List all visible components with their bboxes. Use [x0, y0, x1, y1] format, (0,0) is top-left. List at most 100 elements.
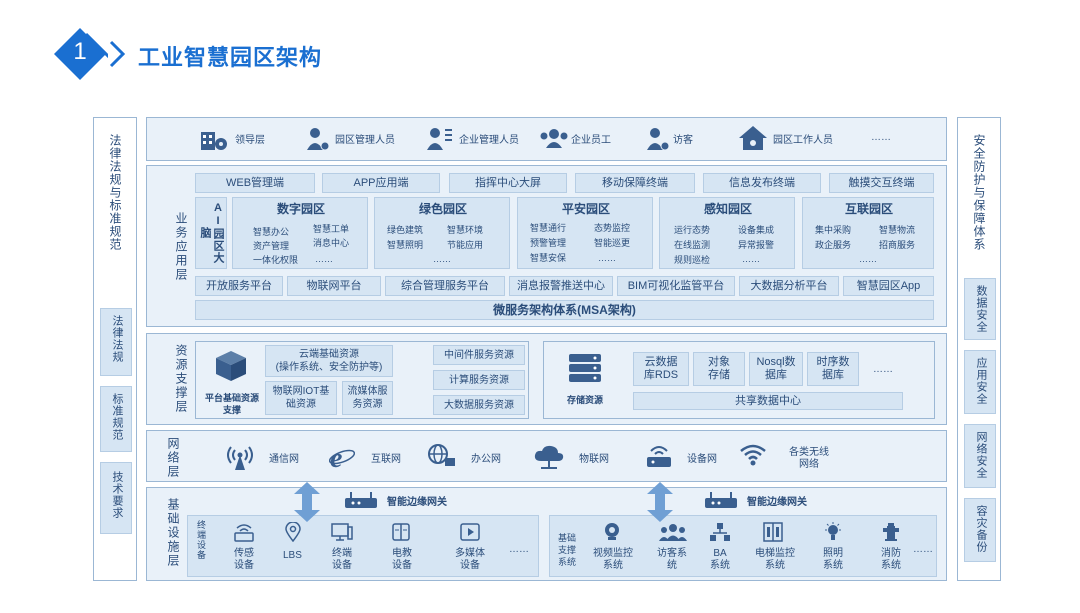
section-number-badge: 1	[52, 26, 114, 82]
elevator-icon	[763, 522, 783, 547]
terminal-mobile: 移动保障终端	[575, 173, 695, 193]
double-arrow-right-icon	[645, 482, 675, 527]
camera-icon	[603, 522, 621, 547]
system-more: ……	[913, 544, 933, 555]
right-side-column: 安全防护与保障体系 数据安全 应用安全 网络安全 容灾备份	[957, 117, 1001, 581]
antenna-icon	[225, 443, 255, 476]
user-visitor: 访客	[673, 135, 693, 146]
network-layer-title: 网络层	[166, 437, 180, 479]
net-telecom: 通信网	[269, 454, 299, 465]
platform-iot: 物联网平台	[287, 276, 381, 296]
left-main-label: 法律法规与标准规范	[108, 134, 122, 251]
section-number: 1	[73, 38, 87, 65]
ai-brain: AI园区大脑	[195, 197, 227, 269]
park-connect: 互联园区 集中采购 智慧物流 政企服务 招商服务 ……	[802, 197, 934, 269]
net-iot: 物联网	[579, 454, 609, 465]
left-side-column: 法律法规与标准规范 法律法规 标准规范 技术要求	[93, 117, 137, 581]
system-video: 视频监控系统	[593, 548, 633, 571]
sensor-icon	[233, 522, 255, 547]
device-multimedia: 多媒体设备	[455, 548, 485, 571]
user-more: ……	[871, 132, 891, 143]
gateway-icon-left	[343, 492, 379, 515]
park-sense: 感知园区 运行态势 设备集成 在线监测 异常报警 规则巡检 ……	[659, 197, 795, 269]
msa-bar: 微服务架构体系(MSA架构)	[195, 300, 934, 320]
user-park-staff: 园区工作人员	[773, 135, 833, 146]
park-green: 绿色园区 绿色建筑 智慧环境 智慧照明 节能应用 ……	[374, 197, 510, 269]
right-item-4: 容灾备份	[964, 498, 996, 562]
park-manager-icon	[305, 126, 331, 157]
gateway-right: 智能边缘网关	[747, 497, 807, 508]
router-icon	[645, 443, 673, 474]
employee-icon	[539, 126, 569, 157]
terminal-touch: 触摸交互终端	[829, 173, 934, 193]
user-employee: 企业员工	[571, 135, 611, 146]
right-item-2: 应用安全	[964, 350, 996, 414]
resource-layer-title: 资源支撑层	[174, 344, 188, 414]
storage-nosql: Nosql数据库	[749, 352, 803, 386]
location-icon	[285, 521, 301, 547]
device-terminal: 终端设备	[332, 548, 352, 571]
users-row: 领导层 园区管理人员 企业管理人员 企业员工 访客 园区工作人员 ……	[146, 117, 947, 161]
device-e-teaching: 电教设备	[392, 548, 412, 571]
left-item-1: 法律法规	[100, 308, 132, 376]
storage-rds: 云数据库RDS	[633, 352, 689, 386]
middleware-resource: 中间件服务资源	[433, 345, 525, 365]
app-layer: 业务应用层 WEB管理端 APP应用端 指挥中心大屏 移动保障终端 信息发布终端…	[146, 165, 947, 327]
storage-label: 存储资源	[567, 395, 604, 405]
chevron-icon	[108, 40, 126, 73]
platform-bigdata: 大数据分析平台	[739, 276, 839, 296]
park-staff-icon	[737, 124, 769, 157]
storage-more: ……	[873, 364, 893, 375]
network-layer: 网络层 通信网 e 互联网 办公网 物联网 设备网 各类无线网络	[146, 430, 947, 482]
net-internet: 互联网	[371, 454, 401, 465]
visitor-icon	[645, 126, 671, 157]
system-fire: 消防系统	[881, 548, 901, 571]
terminal-info: 信息发布终端	[703, 173, 821, 193]
svg-text:e: e	[330, 443, 342, 471]
device-more: ……	[509, 544, 529, 555]
cube-icon	[213, 348, 249, 389]
gateway-left: 智能边缘网关	[387, 497, 447, 508]
compute-resource: 计算服务资源	[433, 370, 525, 390]
right-item-1: 数据安全	[964, 278, 996, 340]
app-layer-title: 业务应用层	[174, 212, 188, 282]
leader-icon	[199, 126, 229, 157]
server-icon	[567, 352, 603, 389]
bigdata-resource: 大数据服务资源	[433, 395, 525, 415]
system-visitor: 访客系统	[657, 548, 687, 571]
wifi-icon	[739, 443, 767, 472]
net-device: 设备网	[687, 454, 717, 465]
internet-icon: e	[328, 443, 356, 476]
terminal-app: APP应用端	[322, 173, 440, 193]
storage-object: 对象存储	[693, 352, 745, 386]
gateway-icon-right	[703, 492, 739, 515]
system-elevator: 电梯监控系统	[755, 548, 795, 571]
fire-hydrant-icon	[881, 522, 901, 547]
left-item-2: 标准规范	[100, 386, 132, 452]
network-tree-icon	[709, 522, 731, 547]
iot-resource: 物联网IOT基础资源	[265, 381, 337, 415]
terminal-command: 指挥中心大屏	[449, 173, 567, 193]
platform-alarm: 消息报警推送中心	[509, 276, 613, 296]
double-arrow-left-icon	[292, 482, 322, 527]
net-office: 办公网	[471, 454, 501, 465]
page-title: 工业智慧园区架构	[138, 45, 323, 70]
bulb-icon	[823, 522, 843, 547]
system-ba: BA系统	[710, 548, 730, 571]
user-enterprise-manager: 企业管理人员	[459, 135, 519, 146]
system-lighting: 照明系统	[823, 548, 843, 571]
office-net-icon	[427, 443, 457, 474]
terminal-devices-label: 终端设备	[196, 520, 206, 560]
base-layer: 基础设施层 智能边缘网关 智能边缘网关 终端设备 传感设备 LBS 终端设备 电…	[146, 487, 947, 581]
storage-tsdb: 时序数据库	[807, 352, 859, 386]
group-icon	[659, 522, 687, 547]
enterprise-manager-icon	[425, 126, 453, 157]
left-item-3: 技术要求	[100, 462, 132, 534]
park-safe: 平安园区 智慧通行 态势监控 预警管理 智能巡更 智慧安保 ……	[517, 197, 653, 269]
iot-cloud-icon	[533, 443, 565, 474]
platform-resource-label: 平台基础资源支撑	[204, 393, 259, 415]
right-item-3: 网络安全	[964, 424, 996, 488]
multimedia-icon	[459, 522, 481, 547]
device-sensor: 传感设备	[234, 548, 254, 571]
support-systems-label: 基础支撑系统	[557, 533, 576, 567]
